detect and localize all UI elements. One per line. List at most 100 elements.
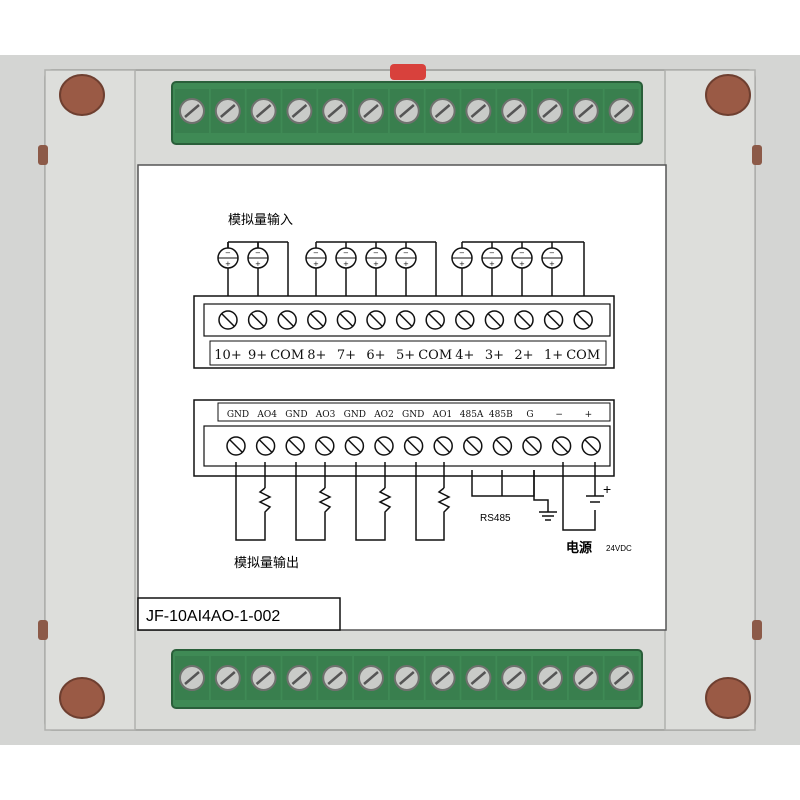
svg-text:−: − [343,249,349,257]
input-strip-screws [218,310,593,330]
output-label-9: 485A [460,410,484,420]
bottom-screw-10 [497,656,532,700]
svg-text:−: − [519,249,525,257]
rs485-label: RS485 [480,513,511,524]
top-screw-1 [175,89,209,133]
output-label-6: AO2 [373,410,394,420]
input-label-3: COM [270,348,304,363]
sensor-symbol-5: −+ [365,242,387,311]
sensor-symbol-2: −+ [247,242,269,311]
svg-text:−: − [489,249,495,257]
top-screw-3 [246,89,281,133]
model-number-box [137,597,341,631]
output-label-7: GND [402,410,424,420]
input-screw-symbol-11 [514,310,534,330]
top-terminal-screws [175,89,639,133]
bottom-screw-7 [389,656,424,700]
red-indicator [390,64,426,80]
output-label-12: − [555,410,563,420]
input-label-1: 10+ [214,348,241,363]
bottom-terminal-screws [175,656,639,700]
output-strip-label-row [217,402,611,422]
output-screw-symbol-2 [255,436,276,456]
output-screw-symbol-10 [492,436,513,456]
left-slot-bottom [38,620,48,640]
svg-text:+: + [313,260,319,268]
input-screw-symbol-6 [366,310,386,330]
bottom-screw-9 [461,656,496,700]
input-screw-symbol-10 [484,310,505,330]
top-screw-13 [604,89,639,133]
input-label-6: 6+ [366,348,385,363]
input-label-2: 9+ [248,348,267,363]
svg-text:−: − [459,249,465,257]
output-label-11: G [526,410,533,420]
output-screw-symbol-13 [581,436,601,456]
svg-text:−: − [549,249,555,257]
svg-text:+: + [549,260,555,268]
input-screw-symbol-1 [218,310,238,330]
output-title: 模拟量输出 [234,555,299,571]
output-label-4: AO3 [315,410,336,420]
top-screw-9 [461,89,496,133]
input-screw-symbol-12 [543,310,564,330]
output-screw-symbol-7 [403,436,424,456]
svg-text:+: + [255,260,261,268]
mount-hole-bottom-left [59,677,105,719]
left-mounting-ear [44,69,136,731]
input-label-12: 1+ [544,348,563,363]
top-screw-6 [354,89,388,133]
top-screw-5 [318,89,353,133]
input-label-13: COM [566,348,600,363]
top-screw-7 [389,89,424,133]
mount-hole-bottom-right [705,677,751,719]
output-screw-symbol-8 [433,436,453,456]
output-screw-symbol-5 [344,436,365,456]
input-label-4: 8+ [307,348,326,363]
output-screw-symbol-11 [522,436,542,456]
top-screw-11 [533,89,567,133]
input-strip-label-row [209,340,607,366]
svg-text:+: + [225,260,231,268]
bottom-screw-12 [568,656,603,700]
sensor-symbol-1: −+ [217,242,239,311]
input-screw-symbol-9 [455,310,475,330]
input-sensors: −+−+−+−+−+−+−+−+−+−+ [217,242,563,311]
svg-text:−: − [255,249,261,257]
input-title: 模拟量输入 [228,212,293,228]
output-screw-symbol-6 [374,436,394,456]
output-label-3: GND [285,410,307,420]
output-label-5: GND [344,410,366,420]
power-voltage: 24VDC [606,544,632,553]
output-strip-screws [226,436,601,456]
input-screw-symbol-5 [336,310,357,330]
bottom-screw-4 [282,656,317,700]
bottom-screw-3 [246,656,281,700]
output-label-2: AO4 [256,410,277,420]
svg-text:−: − [373,249,379,257]
output-screw-symbol-9 [463,436,483,456]
right-mounting-ear [664,69,756,731]
mount-hole-top-left [59,74,105,116]
input-screw-symbol-13 [573,310,593,330]
output-screw-symbol-1 [226,436,246,456]
top-screw-12 [568,89,603,133]
svg-text:−: − [403,249,409,257]
svg-text:−: − [225,249,231,257]
bottom-screw-13 [604,656,639,700]
bottom-screw-2 [210,656,245,700]
top-screw-10 [497,89,532,133]
input-label-5: 7+ [337,348,356,363]
svg-text:+: + [519,260,525,268]
output-label-13: + [585,410,593,420]
label-panel [137,164,667,631]
input-label-7: 5+ [396,348,415,363]
svg-text:+: + [403,260,409,268]
svg-text:+: + [489,260,495,268]
top-screw-8 [425,89,460,133]
svg-text:+: + [343,260,349,268]
